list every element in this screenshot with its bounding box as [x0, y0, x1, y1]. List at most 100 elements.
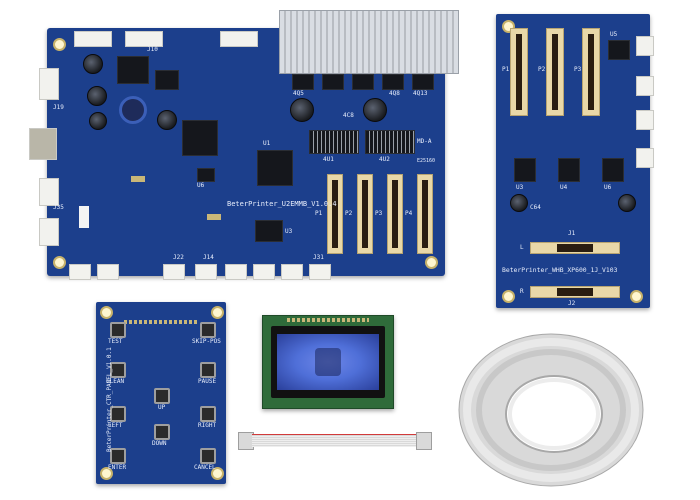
- down-button[interactable]: [154, 424, 170, 440]
- label-p1: P1: [502, 66, 510, 73]
- ffc-slot-p3: [582, 28, 600, 116]
- right-button[interactable]: [200, 406, 216, 422]
- mosfet: [382, 74, 404, 90]
- usb-port: [29, 128, 57, 160]
- regulator: [155, 70, 179, 90]
- down-button-label: DOWN: [152, 440, 167, 447]
- label-p2: P2: [345, 210, 353, 217]
- head-board: P1 P2 P3 U5 U3 U4 U6 C64 J1 L BeterPrint…: [496, 14, 654, 308]
- ffc-slot-p4: [417, 174, 433, 254]
- connector-right: [636, 110, 654, 130]
- test-button[interactable]: [110, 322, 126, 338]
- heatsink: [279, 10, 459, 74]
- label-4c8: 4C8: [343, 112, 354, 119]
- enter-button[interactable]: [110, 448, 126, 464]
- label-j35: J35: [53, 204, 64, 211]
- label-u1: U1: [263, 140, 271, 147]
- ffc-slot-p2: [546, 28, 564, 116]
- ffc-slot-p1: [510, 28, 528, 116]
- mosfet: [322, 74, 344, 90]
- connector-bottom: [69, 264, 91, 280]
- connector-bottom: [253, 264, 275, 280]
- label-j1: J1: [568, 230, 576, 237]
- label-p4: P4: [405, 210, 413, 217]
- label-4q5: 4Q5: [293, 90, 304, 97]
- capacitor: [89, 112, 107, 130]
- inductor: [119, 96, 147, 124]
- connector-top: [220, 31, 258, 47]
- driver-chip: [309, 130, 359, 154]
- connector-bottom: [281, 264, 303, 280]
- smd-component: [131, 176, 145, 182]
- label-p1: P1: [315, 210, 323, 217]
- driver-chip: [365, 130, 415, 154]
- driver-chip: [514, 158, 536, 182]
- enter-button-label: ENTER: [108, 464, 127, 471]
- label-u5: U5: [610, 31, 618, 38]
- skip-pos-button[interactable]: [200, 322, 216, 338]
- control-panel: TEST SKIP-POS CLEAN PAUSE UP LEFT RIGHT …: [96, 302, 226, 484]
- mosfet: [412, 74, 434, 90]
- mounting-hole: [100, 467, 113, 480]
- idc-connector-right: [416, 432, 432, 450]
- ffc-slot-p3: [387, 174, 403, 254]
- lcd-pin-row: [287, 318, 369, 322]
- connector-left: [39, 218, 59, 246]
- right-button-label: RIGHT: [198, 422, 217, 429]
- processor-chip: [182, 120, 218, 156]
- connector-left: [39, 178, 59, 206]
- main-board: U1 U6 4U1 4U2 4C8 4Q5 4Q8 4Q13 MD-A E251…: [29, 10, 459, 280]
- cancel-button[interactable]: [200, 448, 216, 464]
- short-ribbon-cable: [238, 428, 432, 452]
- mounting-hole: [211, 306, 224, 319]
- ffc-slot-p1: [327, 174, 343, 254]
- mosfet: [292, 74, 314, 90]
- label-u3: U3: [516, 184, 524, 191]
- label-u4: U4: [560, 184, 568, 191]
- connector-bottom: [195, 264, 217, 280]
- capacitor: [618, 194, 636, 212]
- mosfet: [352, 74, 374, 90]
- capacitor: [83, 54, 103, 74]
- regulator: [117, 56, 149, 84]
- capacitor: [290, 98, 314, 122]
- left-button[interactable]: [110, 406, 126, 422]
- label-4q8: 4Q8: [389, 90, 400, 97]
- date-code: E25160: [417, 158, 436, 164]
- chip-u3: [255, 220, 283, 242]
- label-p3: P3: [574, 66, 582, 73]
- mounting-hole: [211, 467, 224, 480]
- label-j14: J14: [203, 254, 214, 261]
- label-c64: C64: [530, 204, 541, 211]
- label-j22: J22: [173, 254, 184, 261]
- coil-band: [463, 338, 639, 482]
- up-button[interactable]: [154, 388, 170, 404]
- chip-u6: [197, 168, 215, 182]
- skip-pos-button-label: SKIP-POS: [192, 338, 221, 345]
- mainboard-model: BeterPrinter_U2EMMB_V1.0.4: [227, 200, 337, 208]
- label-p2: P2: [538, 66, 546, 73]
- label-r: R: [520, 288, 524, 295]
- capacitor: [363, 98, 387, 122]
- mounting-hole: [100, 306, 113, 319]
- label-j19: J19: [53, 104, 64, 111]
- label-l: L: [520, 244, 524, 251]
- connector-bottom: [163, 264, 185, 280]
- connector-bottom: [97, 264, 119, 280]
- lcd-glare: [315, 348, 341, 376]
- mounting-hole: [53, 38, 66, 51]
- connector-left: [39, 68, 59, 100]
- driver-chip: [558, 158, 580, 182]
- label-j31: J31: [313, 254, 324, 261]
- lcd-screen: [277, 334, 379, 390]
- capacitor: [510, 194, 528, 212]
- capacitor: [157, 110, 177, 130]
- ribbon-body: [252, 434, 416, 447]
- connector-bottom: [309, 264, 331, 280]
- driver-chip: [602, 158, 624, 182]
- connector-right: [636, 36, 654, 56]
- label-u6: U6: [197, 182, 205, 189]
- coil-band: [476, 349, 626, 471]
- pause-button[interactable]: [200, 362, 216, 378]
- clean-button[interactable]: [110, 362, 126, 378]
